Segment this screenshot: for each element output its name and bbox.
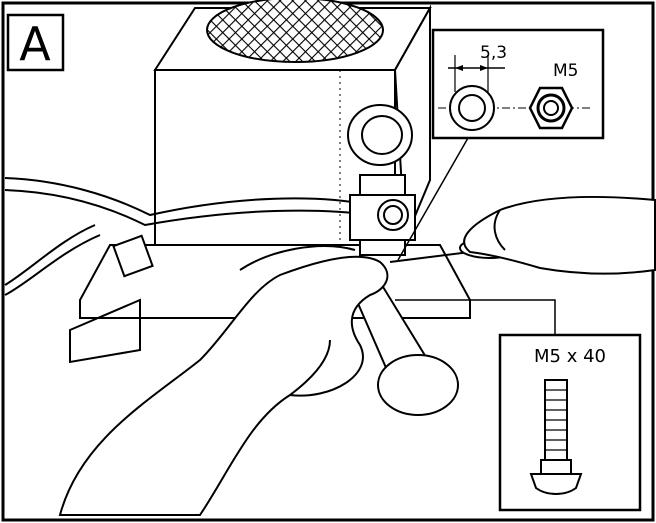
panel-label: A bbox=[19, 17, 51, 71]
right-hand bbox=[463, 196, 656, 275]
power-cable bbox=[4, 177, 373, 296]
bolt-icon bbox=[529, 379, 583, 495]
left-hand bbox=[58, 245, 389, 516]
cable-clip bbox=[112, 234, 154, 278]
gauge-knob bbox=[347, 104, 416, 256]
panel-label-box: A bbox=[6, 13, 65, 72]
nut-label: M5 bbox=[553, 61, 578, 81]
detail-bolt: M5 x 40 bbox=[498, 333, 642, 512]
dimension-label: 5,3 bbox=[480, 43, 507, 63]
wrench-handle bbox=[348, 280, 459, 416]
bolt-label: M5 x 40 bbox=[534, 346, 606, 367]
detail-washer-nut: 5,3 M5 bbox=[431, 28, 605, 140]
vent-grille bbox=[206, 0, 384, 63]
leader-lines bbox=[395, 137, 556, 335]
